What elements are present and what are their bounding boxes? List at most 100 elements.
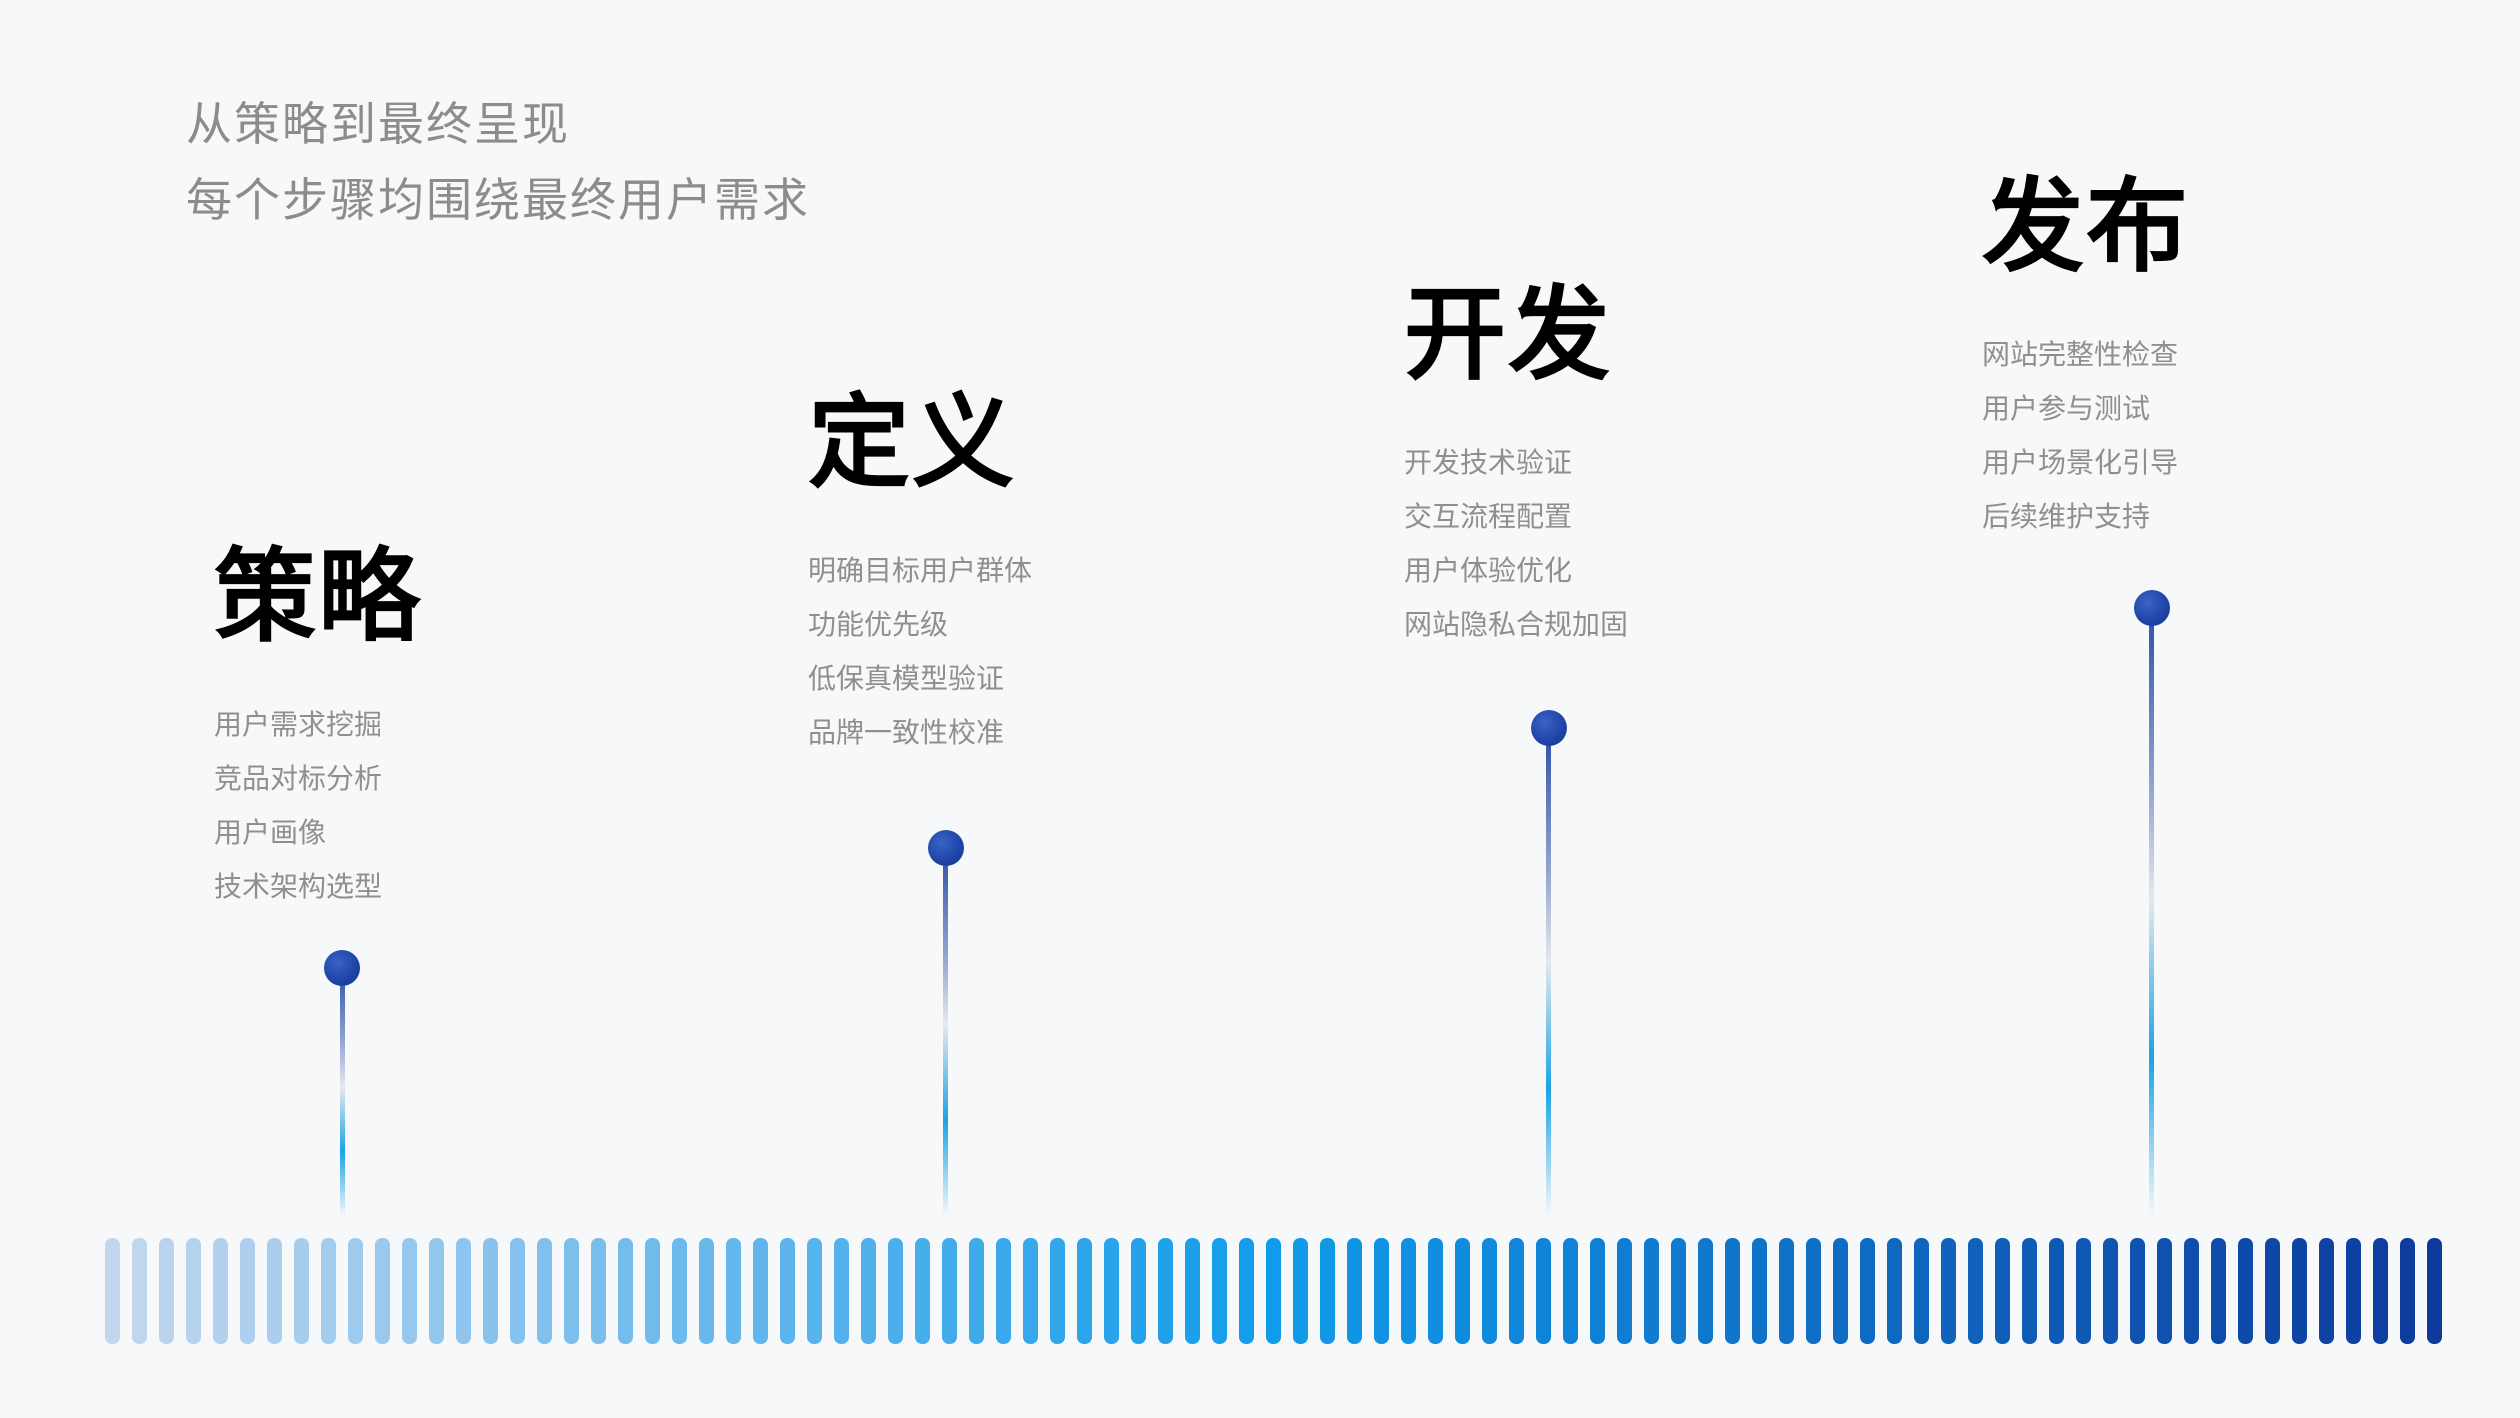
timeline-tick — [510, 1238, 525, 1344]
timeline-tick — [2319, 1238, 2334, 1344]
timeline-tick — [942, 1238, 957, 1344]
stage-item: 开发技术验证 — [1404, 446, 1573, 479]
timeline-tick — [132, 1238, 147, 1344]
timeline-tick — [1968, 1238, 1983, 1344]
timeline-tick — [321, 1238, 336, 1344]
pin-line-release — [2149, 608, 2154, 1216]
stage-item: 用户体验优化 — [1404, 554, 1573, 587]
timeline-tick — [267, 1238, 282, 1344]
timeline-tick — [159, 1238, 174, 1344]
stage-item: 明确目标用户群体 — [808, 554, 1033, 587]
timeline-tick — [1644, 1238, 1659, 1344]
timeline-tick — [834, 1238, 849, 1344]
timeline-tick — [1590, 1238, 1605, 1344]
timeline-tick — [1833, 1238, 1848, 1344]
timeline-tick — [1374, 1238, 1389, 1344]
pin-line-develop — [1546, 728, 1551, 1216]
timeline-tick — [1320, 1238, 1335, 1344]
timeline-tick — [807, 1238, 822, 1344]
timeline-tick — [1617, 1238, 1632, 1344]
pin-dot-define — [928, 830, 964, 866]
stage-define: 定义 明确目标用户群体 功能优先级 低保真模型验证 品牌一致性校准 — [808, 388, 1268, 760]
stage-item: 用户场景化引导 — [1982, 446, 2179, 479]
stage-title: 策略 — [214, 538, 422, 657]
timeline-tick — [564, 1238, 579, 1344]
timeline-tick — [2373, 1238, 2388, 1344]
intro-line-2: 每个步骤均围绕最终用户需求 — [186, 173, 810, 227]
timeline-tick — [1131, 1238, 1146, 1344]
timeline-tick — [2130, 1238, 2145, 1344]
timeline-tick — [537, 1238, 552, 1344]
stage-title: 开发 — [1404, 276, 1612, 395]
stage-item: 交互流程配置 — [1404, 500, 1573, 533]
timeline-tick — [2265, 1238, 2280, 1344]
timeline-tick — [2238, 1238, 2253, 1344]
timeline-tick — [1995, 1238, 2010, 1344]
timeline-tick — [2022, 1238, 2037, 1344]
timeline-tick — [375, 1238, 390, 1344]
timeline-tick — [645, 1238, 660, 1344]
stage-item: 竞品对标分析 — [214, 762, 383, 795]
timeline-tick — [294, 1238, 309, 1344]
timeline-tick — [1293, 1238, 1308, 1344]
timeline-tick — [213, 1238, 228, 1344]
timeline-tick — [1887, 1238, 1902, 1344]
timeline-tick — [1185, 1238, 1200, 1344]
timeline-tick — [1536, 1238, 1551, 1344]
stage-item: 技术架构选型 — [214, 870, 383, 903]
timeline-tick — [2292, 1238, 2307, 1344]
timeline-tick — [1914, 1238, 1929, 1344]
timeline-tick — [861, 1238, 876, 1344]
timeline-tick — [2427, 1238, 2442, 1344]
timeline-tick — [2076, 1238, 2091, 1344]
timeline-tick — [1104, 1238, 1119, 1344]
stage-item: 品牌一致性校准 — [808, 716, 1005, 749]
timeline-tick — [105, 1238, 120, 1344]
pin-line-strategy — [340, 968, 345, 1216]
stage-release: 发布 网站完整性检查 用户参与测试 用户场景化引导 后续维护支持 — [1982, 172, 2442, 544]
timeline-tick — [1266, 1238, 1281, 1344]
timeline-tick — [1698, 1238, 1713, 1344]
timeline-tick — [1482, 1238, 1497, 1344]
timeline-tick — [591, 1238, 606, 1344]
timeline-tick — [1347, 1238, 1362, 1344]
timeline-tick — [888, 1238, 903, 1344]
stage-item: 功能优先级 — [808, 608, 949, 641]
timeline-tick — [996, 1238, 1011, 1344]
timeline-tick — [1050, 1238, 1065, 1344]
timeline-tick — [1023, 1238, 1038, 1344]
timeline-tick — [1941, 1238, 1956, 1344]
timeline-tick — [348, 1238, 363, 1344]
timeline-tick — [1806, 1238, 1821, 1344]
timeline-tick — [753, 1238, 768, 1344]
timeline-tick — [429, 1238, 444, 1344]
stage-item: 低保真模型验证 — [808, 662, 1005, 695]
pin-dot-develop — [1531, 710, 1567, 746]
timeline-tick — [1158, 1238, 1173, 1344]
stage-item: 用户画像 — [214, 816, 327, 849]
timeline-tick — [780, 1238, 795, 1344]
timeline-tick — [1563, 1238, 1578, 1344]
timeline-tick — [1077, 1238, 1092, 1344]
timeline-tick — [1239, 1238, 1254, 1344]
timeline-tick — [1725, 1238, 1740, 1344]
stage-title: 定义 — [808, 384, 1016, 503]
timeline-tick — [1428, 1238, 1443, 1344]
timeline-tick — [402, 1238, 417, 1344]
timeline-tick — [618, 1238, 633, 1344]
timeline-tick — [2400, 1238, 2415, 1344]
timeline-tick — [1401, 1238, 1416, 1344]
timeline-tick — [969, 1238, 984, 1344]
intro-line-1: 从策略到最终呈现 — [186, 97, 570, 151]
stage-item: 网站完整性检查 — [1982, 338, 2179, 371]
timeline-tick — [456, 1238, 471, 1344]
stage-item: 网站隐私合规加固 — [1404, 608, 1629, 641]
stage-develop: 开发 开发技术验证 交互流程配置 用户体验优化 网站隐私合规加固 — [1404, 280, 1864, 652]
intro-text: 从策略到最终呈现 每个步骤均围绕最终用户需求 — [186, 86, 810, 238]
pin-dot-release — [2134, 590, 2170, 626]
timeline-tick — [915, 1238, 930, 1344]
timeline-tick — [1509, 1238, 1524, 1344]
pin-line-define — [943, 848, 948, 1216]
timeline-tick — [699, 1238, 714, 1344]
stage-item: 用户参与测试 — [1982, 392, 2151, 425]
